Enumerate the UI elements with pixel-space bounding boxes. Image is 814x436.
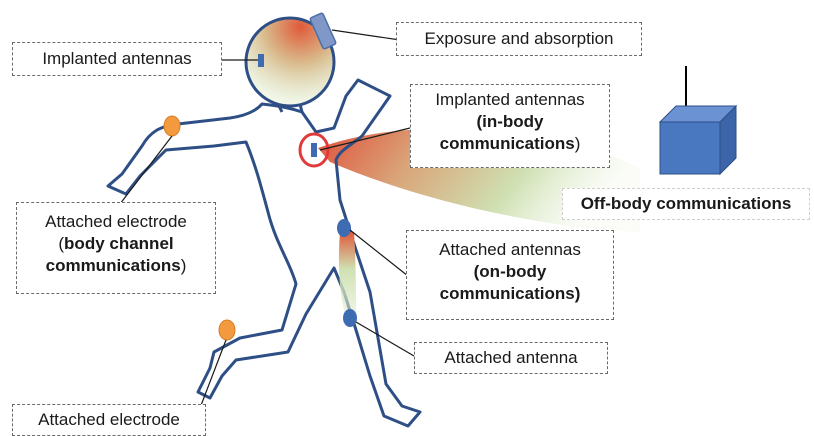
- label-electrode-leg: Attached electrode: [12, 404, 206, 436]
- label-implanted-chest-line3: communications: [440, 134, 575, 153]
- label-implanted-head-text: Implanted antennas: [17, 43, 217, 75]
- label-electrode-arm-line3-suffix: ): [181, 256, 187, 275]
- label-implanted-chest: Implanted antennas (in-body communicatio…: [410, 84, 610, 168]
- label-off-body-text: Off-body communications: [567, 189, 805, 219]
- label-electrode-leg-text: Attached electrode: [17, 405, 201, 435]
- base-station-front: [660, 122, 720, 174]
- connector-on-body: [350, 230, 408, 276]
- label-attached-antenna-text: Attached antenna: [419, 343, 603, 373]
- head-implant-icon: [258, 54, 264, 67]
- label-on-body: Attached antennas (on-body communication…: [406, 230, 614, 320]
- label-attached-antenna: Attached antenna: [414, 342, 608, 374]
- knee-antenna-node: [343, 309, 357, 327]
- label-implanted-chest-line3-suffix: ): [575, 134, 581, 153]
- label-implanted-head: Implanted antennas: [12, 42, 222, 76]
- label-implanted-chest-line1: Implanted antennas: [415, 89, 605, 111]
- label-off-body: Off-body communications: [562, 188, 810, 220]
- connector-arm-electrode: [120, 136, 172, 204]
- arm-electrode: [164, 116, 180, 136]
- label-exposure: Exposure and absorption: [396, 22, 642, 56]
- thigh-antenna-node: [337, 219, 351, 237]
- label-electrode-arm-line2-wrap: (body channel: [21, 233, 211, 255]
- label-electrode-arm-line3-wrap: communications): [21, 255, 211, 277]
- label-on-body-line2: (on-body: [411, 261, 609, 283]
- leg-electrode: [219, 320, 235, 340]
- connector-exposure: [332, 30, 400, 40]
- label-implanted-chest-line2: (in-body: [415, 111, 605, 133]
- label-on-body-line1: Attached antennas: [411, 239, 609, 261]
- label-implanted-chest-line3-wrap: communications): [415, 133, 605, 155]
- label-electrode-arm-line3: communications: [46, 256, 181, 275]
- label-electrode-arm-line2: body channel: [64, 234, 174, 253]
- chest-implant-icon: [311, 143, 317, 157]
- label-electrode-arm-line1: Attached electrode: [21, 211, 211, 233]
- label-on-body-line3: communications): [411, 283, 609, 305]
- label-electrode-arm: Attached electrode (body channel communi…: [16, 202, 216, 294]
- label-exposure-text: Exposure and absorption: [401, 23, 637, 55]
- connector-attached-antenna: [356, 322, 414, 356]
